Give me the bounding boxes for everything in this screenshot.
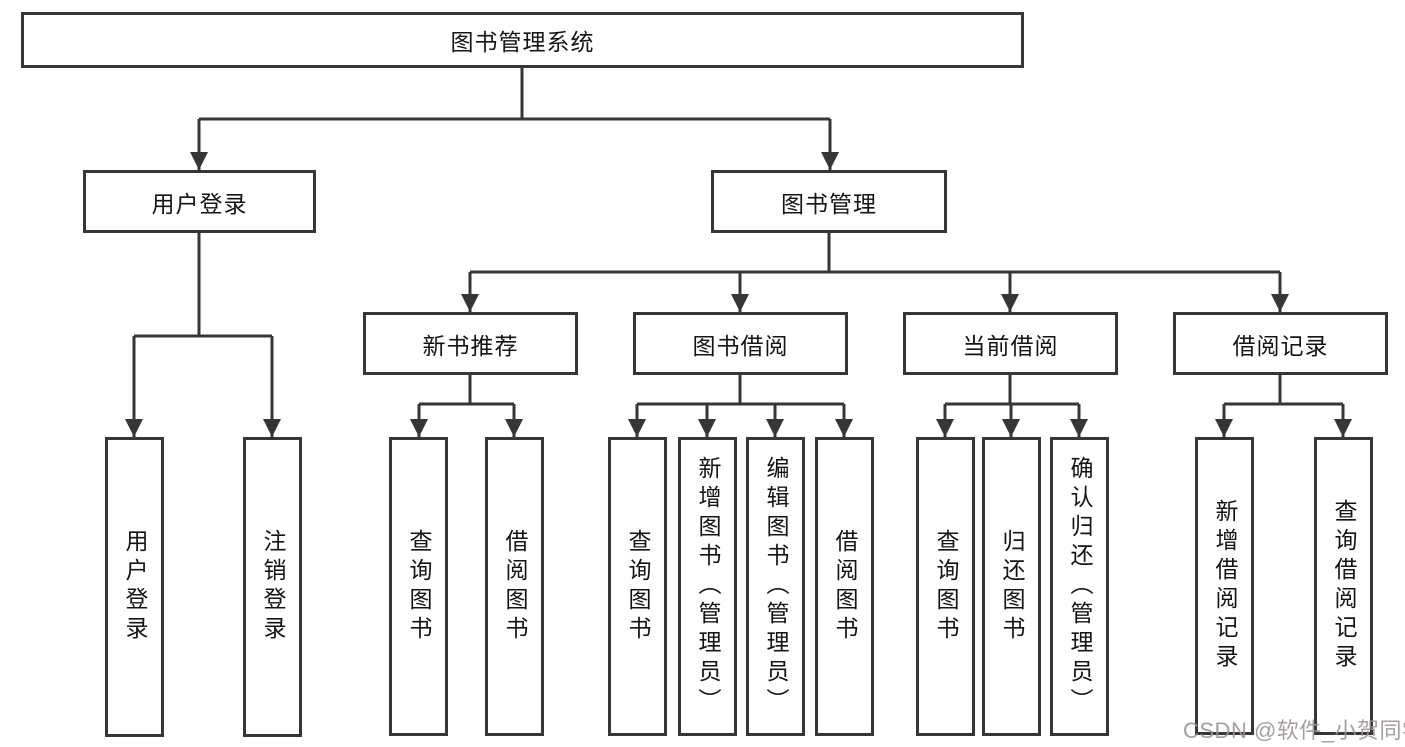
leaf-query-books-2-label: 查询图书 [625,528,651,645]
csdn-watermark: CSDN @软件_小贺同学 [1183,718,1405,743]
leaf-return-books: 归还图书 [982,437,1041,736]
leaf-confirm-return-admin-label: 确认归还（管理员） [1067,456,1093,717]
leaf-edit-books-admin: 编辑图书（管理员） [746,437,805,736]
leaf-logout: 注销登录 [243,437,302,737]
leaf-add-books-admin-label: 新增图书（管理员） [695,456,721,717]
leaf-edit-books-admin-label: 编辑图书（管理员） [763,456,789,717]
leaf-query-books-2: 查询图书 [608,437,667,736]
leaf-query-books-3: 查询图书 [916,437,975,736]
leaf-borrow-books-1: 借阅图书 [485,437,544,736]
node-borrow-records-label: 借阅记录 [1232,332,1329,359]
leaf-confirm-return-admin: 确认归还（管理员） [1050,437,1109,736]
leaf-return-books-label: 归还图书 [999,528,1025,645]
node-new-book-recommend-label: 新书推荐 [422,332,519,359]
leaf-add-borrow-record-label: 新增借阅记录 [1212,499,1238,673]
leaf-query-books-1-label: 查询图书 [406,528,432,645]
node-root-library-system: 图书管理系统 [21,12,1024,68]
leaf-query-borrow-record-label: 查询借阅记录 [1331,499,1357,673]
node-borrow-records: 借阅记录 [1173,312,1388,375]
leaf-query-borrow-record: 查询借阅记录 [1314,437,1373,735]
node-book-management: 图书管理 [711,170,947,233]
leaf-borrow-books-2: 借阅图书 [815,437,874,736]
node-root-label: 图书管理系统 [450,29,595,55]
node-user-login: 用户登录 [83,170,316,233]
leaf-add-books-admin: 新增图书（管理员） [678,437,737,736]
leaf-logout-label: 注销登录 [260,529,286,645]
node-book-borrow: 图书借阅 [633,312,848,375]
leaf-user-login: 用户登录 [105,437,164,737]
leaf-query-books-1: 查询图书 [389,437,448,736]
node-user-login-label: 用户登录 [151,190,248,217]
node-book-management-label: 图书管理 [781,190,877,217]
node-new-book-recommend: 新书推荐 [363,312,578,375]
node-book-borrow-label: 图书借阅 [692,332,789,359]
node-current-borrow: 当前借阅 [903,312,1118,375]
leaf-borrow-books-1-label: 借阅图书 [502,528,528,645]
leaf-borrow-books-2-label: 借阅图书 [832,528,858,645]
node-current-borrow-label: 当前借阅 [962,332,1059,359]
leaf-query-books-3-label: 查询图书 [933,528,959,645]
leaf-add-borrow-record: 新增借阅记录 [1195,437,1254,735]
leaf-user-login-label: 用户登录 [122,529,148,645]
